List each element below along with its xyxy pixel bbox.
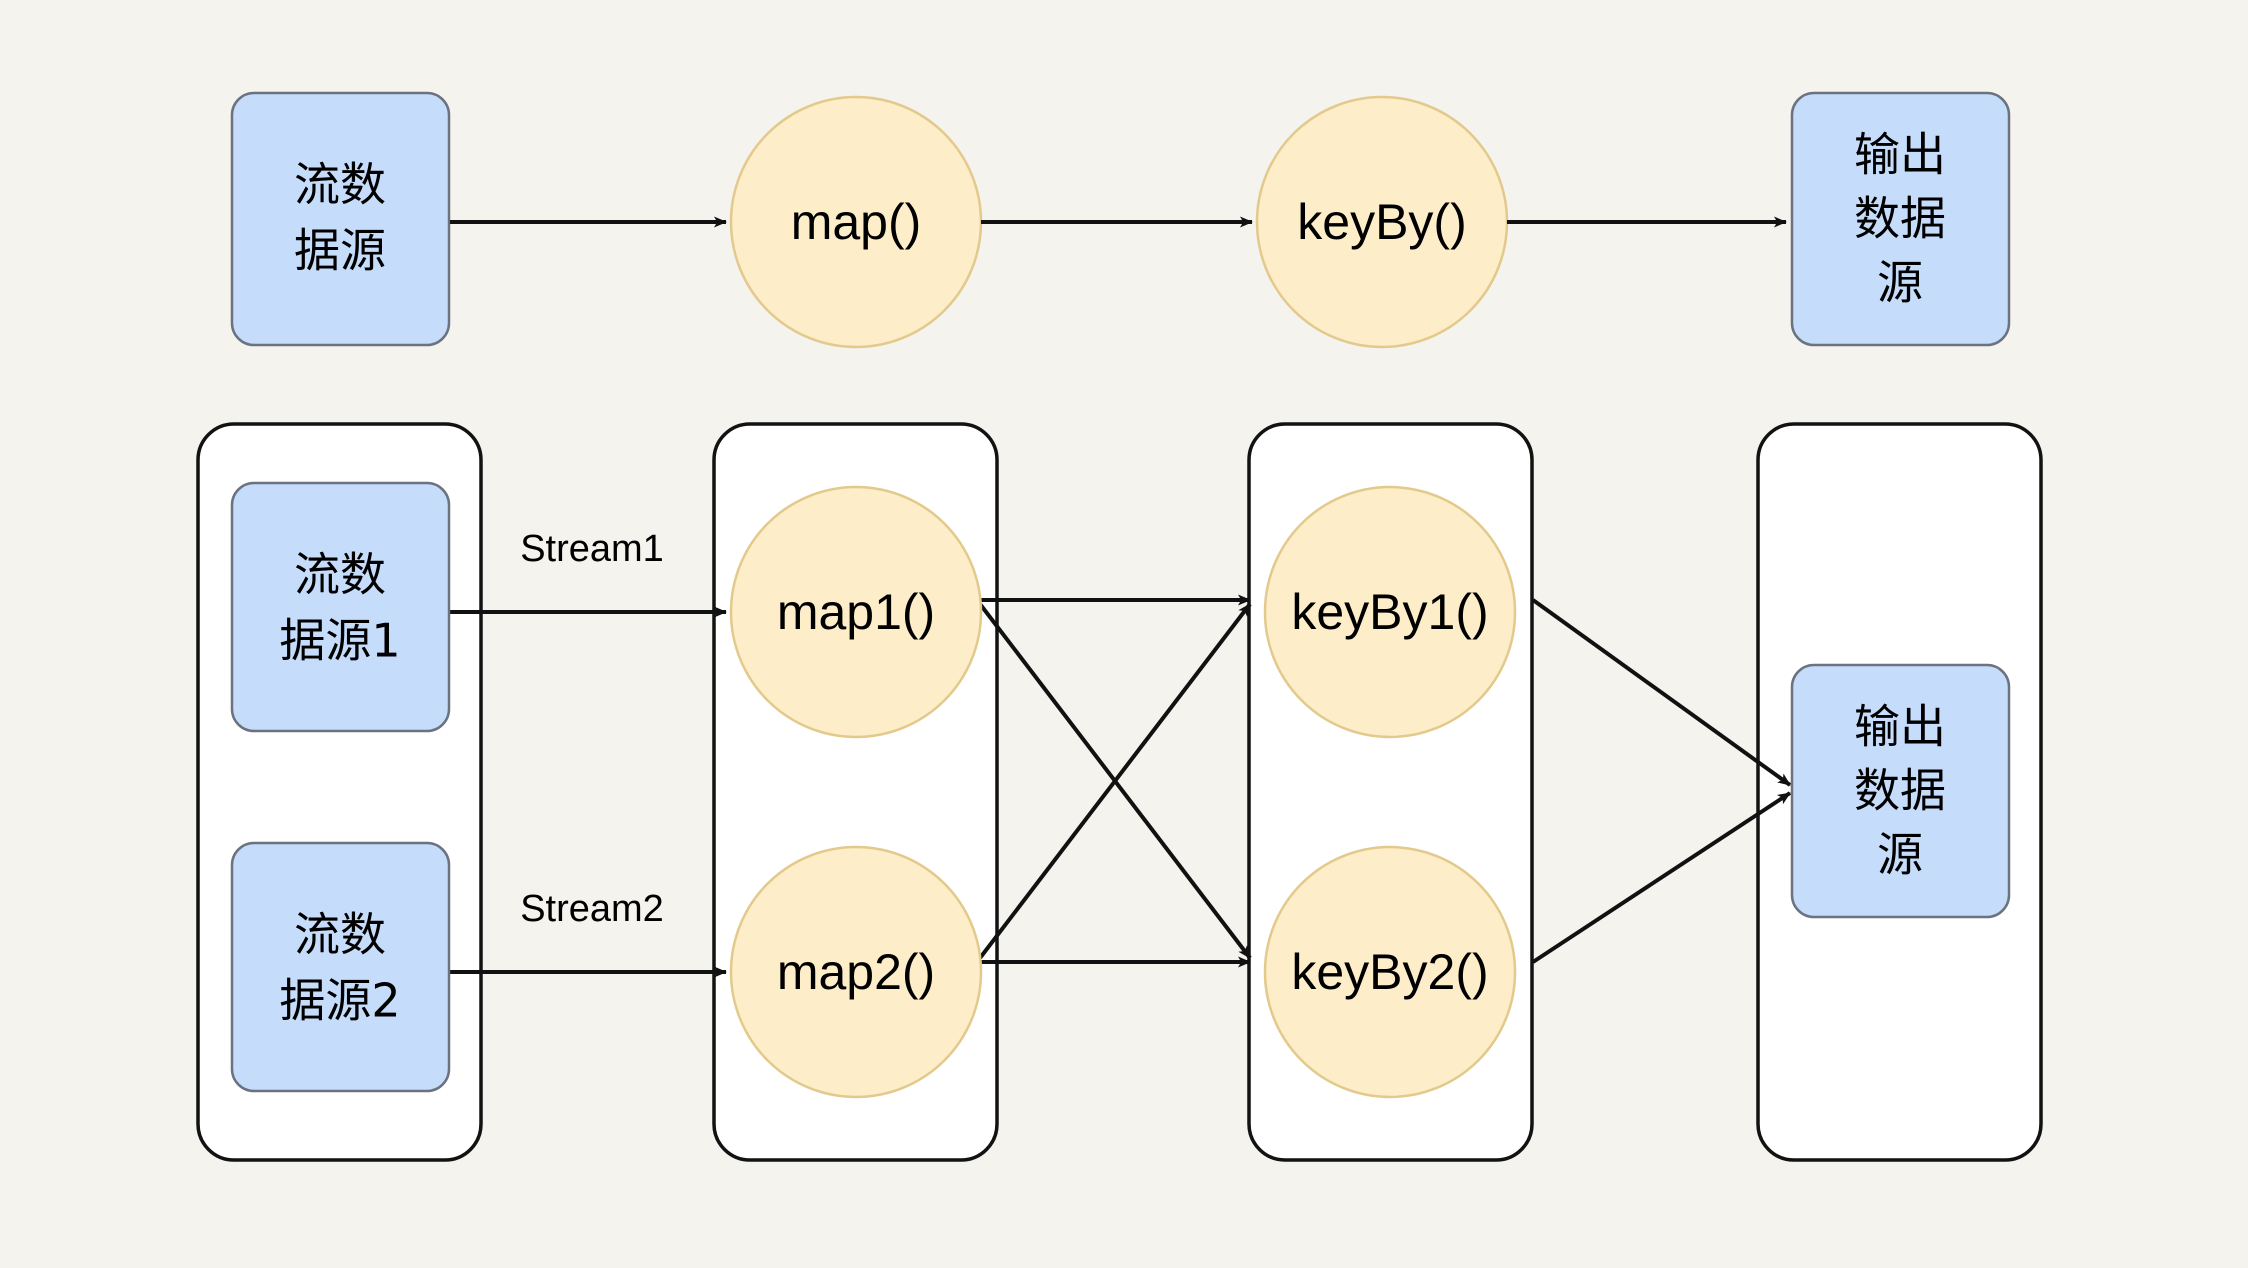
bottom-map1-label: map1() xyxy=(777,584,935,640)
bottom-map2-label: map2() xyxy=(777,944,935,1000)
top-sink-label-line2: 数据 xyxy=(1854,192,1946,246)
bottom-map2-node[interactable]: map2() xyxy=(729,845,983,1099)
bottom-sink-label-line2: 数据 xyxy=(1854,764,1946,818)
edge-map2-to-keyby1 xyxy=(978,602,1252,960)
top-keyby-label: keyBy() xyxy=(1297,194,1466,250)
top-sink-node[interactable]: 输出 数据 源 xyxy=(1790,91,2011,347)
edge-keyby2-to-sink xyxy=(1531,791,1792,964)
bottom-source1-node[interactable]: 流数 据源1 xyxy=(230,481,451,733)
top-keyby-node[interactable]: keyBy() xyxy=(1255,95,1509,349)
bottom-map2-circle[interactable] xyxy=(729,845,983,1099)
edge-label-stream1: Stream1 xyxy=(520,528,664,570)
top-sink-box[interactable] xyxy=(1790,91,2011,347)
bottom-source2-node[interactable]: 流数 据源2 xyxy=(230,841,451,1093)
bottom-sink-label-line3: 源 xyxy=(1877,828,1923,882)
bottom-map1-node[interactable]: map1() xyxy=(729,485,983,739)
top-row-pipeline: 流数 据源 map() keyBy() 输出 xyxy=(230,91,2011,349)
top-source-node[interactable]: 流数 据源 xyxy=(230,91,451,347)
bottom-keyby1-node[interactable]: keyBy1() xyxy=(1263,485,1517,739)
top-map-label: map() xyxy=(791,194,922,250)
bottom-keyby2-circle[interactable] xyxy=(1263,845,1517,1099)
bottom-source2-label-line1: 流数 xyxy=(294,908,386,962)
top-sink-label-line3: 源 xyxy=(1877,256,1923,310)
bottom-keyby1-circle[interactable] xyxy=(1263,485,1517,739)
bottom-source2-label-line2: 据源2 xyxy=(279,974,400,1028)
top-map-node[interactable]: map() xyxy=(729,95,983,349)
top-source-label-line2: 据源 xyxy=(294,224,386,278)
top-source-box[interactable] xyxy=(230,91,451,347)
bottom-keyby1-label: keyBy1() xyxy=(1291,584,1488,640)
bottom-source2-box[interactable] xyxy=(230,841,451,1093)
edge-keyby1-to-sink xyxy=(1531,598,1792,787)
bottom-source1-box[interactable] xyxy=(230,481,451,733)
bottom-source1-label-line2: 据源1 xyxy=(279,614,400,668)
bottom-sink-label-line1: 输出 xyxy=(1854,700,1946,754)
top-source-label-line1: 流数 xyxy=(294,158,386,212)
bottom-map1-circle[interactable] xyxy=(729,485,983,739)
top-sink-label-line1: 输出 xyxy=(1854,128,1946,182)
bottom-keyby2-label: keyBy2() xyxy=(1291,944,1488,1000)
bottom-keyby2-node[interactable]: keyBy2() xyxy=(1263,845,1517,1099)
bottom-sink-box[interactable] xyxy=(1790,663,2011,919)
bottom-source1-label-line1: 流数 xyxy=(294,548,386,602)
bottom-row-pipeline: Stream1 Stream2 流数 据源1 流数 据源2 xyxy=(196,422,2043,1162)
edge-label-stream2: Stream2 xyxy=(520,888,664,930)
bottom-sink-node[interactable]: 输出 数据 源 xyxy=(1790,663,2011,919)
